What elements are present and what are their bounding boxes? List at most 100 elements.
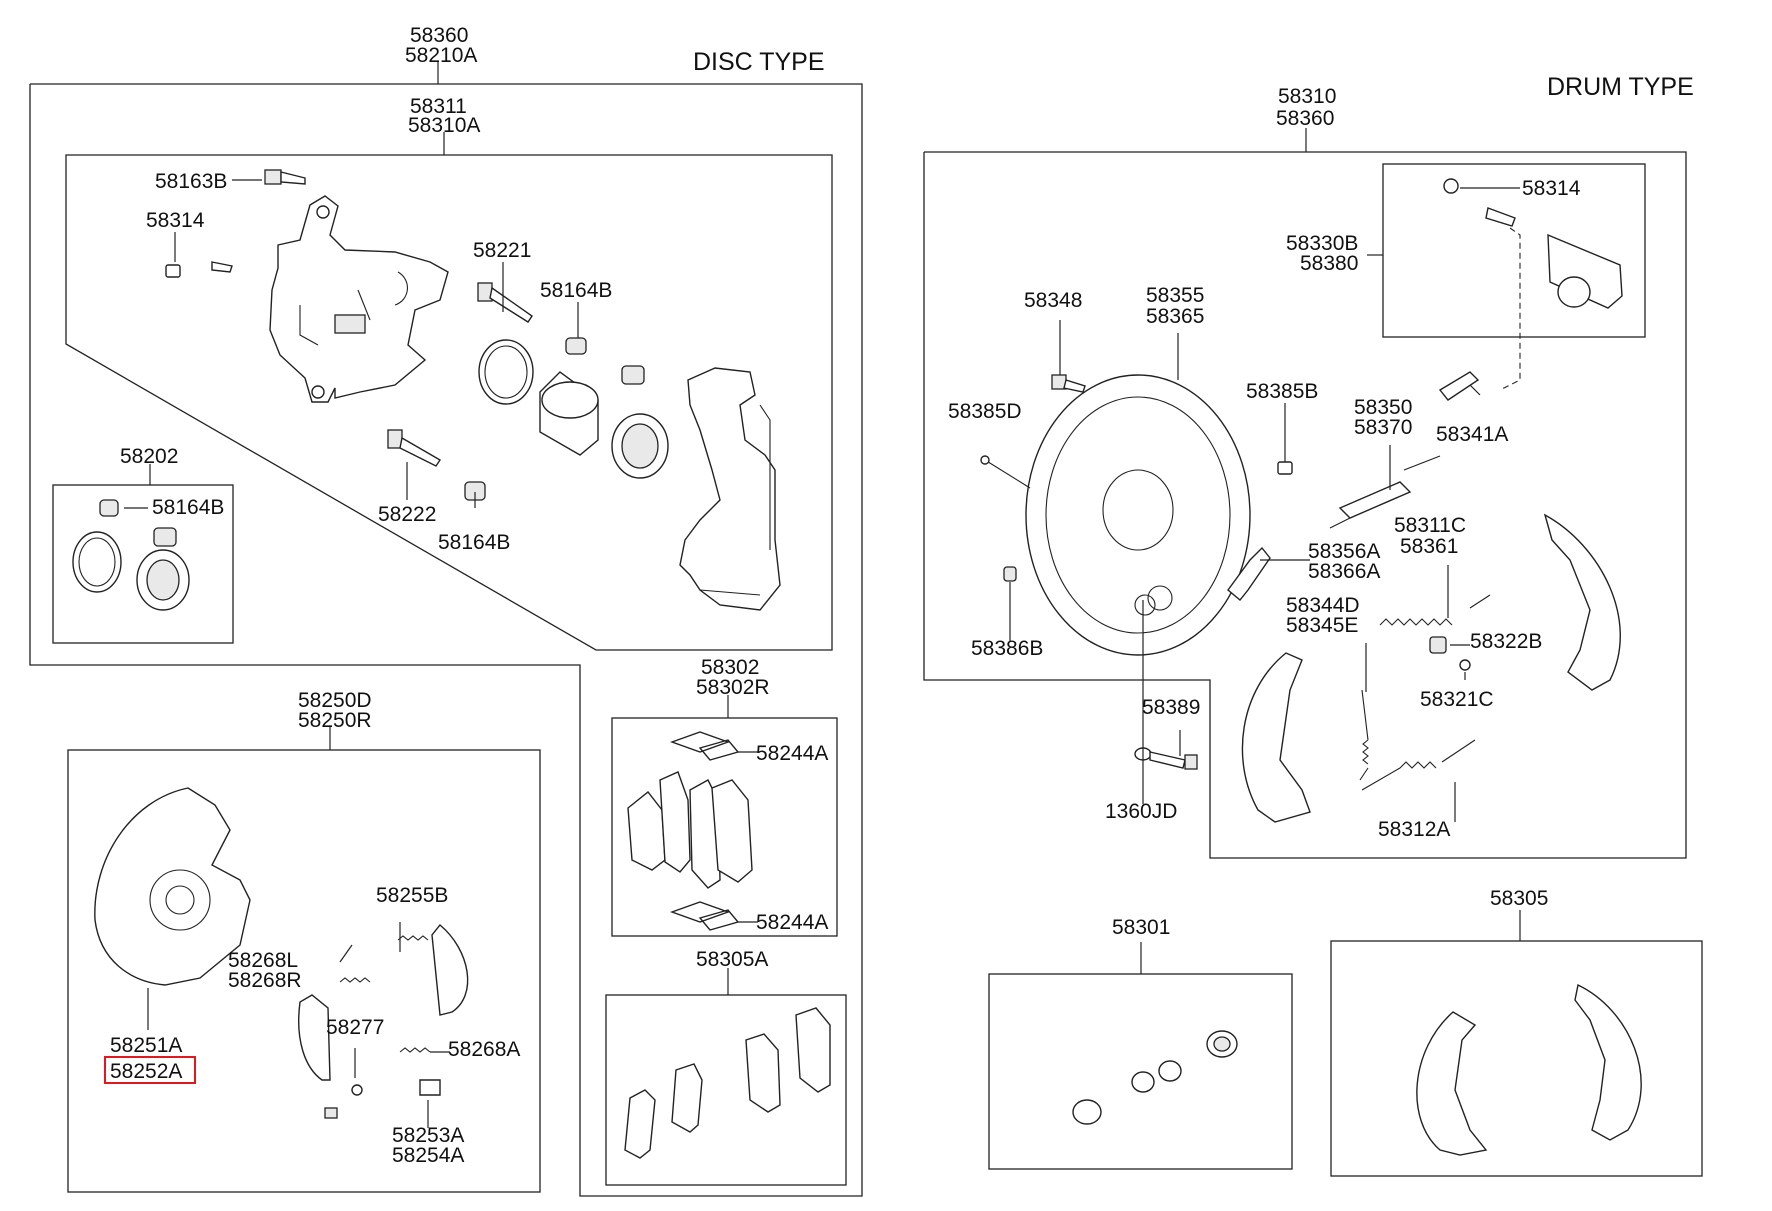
drum-shoe-kit-box bbox=[1330, 910, 1703, 1177]
label-58350: 58350 bbox=[1354, 396, 1412, 419]
parking-shoe-pair bbox=[298, 924, 469, 1081]
piston-seal-ring bbox=[478, 339, 534, 405]
label-58312A: 58312A bbox=[1378, 818, 1450, 841]
label-58386B: 58386B bbox=[971, 637, 1043, 660]
label-58250R: 58250R bbox=[298, 709, 372, 732]
pad-kit-box bbox=[611, 695, 838, 937]
parking-shoe-kit-box bbox=[605, 968, 847, 1186]
cylinder-seal bbox=[1438, 227, 1521, 401]
label-58348: 58348 bbox=[1024, 289, 1082, 312]
label-58380: 58380 bbox=[1300, 252, 1358, 275]
label-58244A-bottom: 58244A bbox=[756, 911, 828, 934]
parking-backing-plate bbox=[94, 787, 251, 986]
plug-58385B bbox=[1277, 461, 1293, 475]
label-58277: 58277 bbox=[326, 1016, 384, 1039]
label-58163B: 58163B bbox=[155, 170, 227, 193]
hold-down-pin bbox=[980, 455, 1031, 489]
label-58268L: 58268L bbox=[228, 949, 298, 972]
label-58321C: 58321C bbox=[1420, 688, 1494, 711]
caliper-bolt bbox=[264, 169, 306, 185]
label-58222: 58222 bbox=[378, 503, 436, 526]
label-58311: 58311 bbox=[410, 95, 467, 118]
parking-brake-box bbox=[67, 727, 541, 1193]
cylinder-kit-parts bbox=[1072, 1030, 1238, 1125]
disc-assembly-outline bbox=[29, 62, 863, 1197]
kit-seal-ring bbox=[72, 531, 122, 593]
lever-58356A bbox=[1227, 546, 1271, 601]
dust-boot bbox=[611, 413, 669, 479]
label-58255B: 58255B bbox=[376, 884, 448, 907]
parking-shoes bbox=[624, 1007, 831, 1159]
part-labels: 58360 58210A 58311 58310A 58163B 58314 5… bbox=[104, 24, 1581, 1167]
label-58356A: 58356A bbox=[1308, 540, 1380, 563]
label-58302R: 58302R bbox=[696, 676, 770, 699]
wheel-cylinder-box bbox=[1382, 163, 1646, 338]
label-58164B-b: 58164B bbox=[152, 496, 224, 519]
leader-lines bbox=[124, 179, 1520, 1128]
label-58311C: 58311C bbox=[1394, 514, 1466, 537]
adjuster-assembly bbox=[1329, 455, 1441, 529]
label-58360-drum: 58360 bbox=[1276, 107, 1334, 130]
label-58345E: 58345E bbox=[1286, 614, 1358, 637]
label-58244A-top: 58244A bbox=[756, 742, 828, 765]
label-58164B-a: 58164B bbox=[540, 279, 612, 302]
kit-dust-cap bbox=[99, 499, 177, 547]
label-58366A: 58366A bbox=[1308, 560, 1380, 583]
guide-pin-lower bbox=[387, 429, 441, 467]
parts-58322B-58321C bbox=[1429, 636, 1471, 671]
label-58355: 58355 bbox=[1146, 284, 1204, 307]
bolt-58348 bbox=[1051, 374, 1086, 393]
label-58268A: 58268A bbox=[448, 1038, 520, 1061]
brake-pads bbox=[627, 771, 753, 889]
label-58314-drum: 58314 bbox=[1522, 177, 1581, 200]
caliper-bracket bbox=[679, 367, 781, 611]
label-58202: 58202 bbox=[120, 445, 178, 468]
label-58210A: 58210A bbox=[405, 44, 477, 67]
label-58385D: 58385D bbox=[948, 400, 1022, 423]
pad-clips bbox=[669, 731, 740, 931]
brake-shoe-left bbox=[1241, 652, 1311, 823]
bleeder-screw bbox=[165, 261, 233, 278]
kit-dust-boot bbox=[136, 549, 190, 611]
label-58251A: 58251A bbox=[110, 1034, 182, 1057]
drum-assembly-outline bbox=[923, 128, 1687, 859]
label-58305: 58305 bbox=[1490, 887, 1548, 910]
drum-type-title: DRUM TYPE bbox=[1547, 73, 1694, 101]
label-1360JD: 1360JD bbox=[1105, 800, 1177, 823]
seal-kit-box bbox=[52, 464, 234, 644]
plug-58386B bbox=[1003, 566, 1017, 582]
label-58310A: 58310A bbox=[408, 114, 480, 137]
label-58252A: 58252A bbox=[110, 1060, 182, 1083]
label-58365: 58365 bbox=[1146, 305, 1204, 328]
label-58385B: 58385B bbox=[1246, 380, 1318, 403]
label-58268R: 58268R bbox=[228, 969, 302, 992]
label-58314-disc: 58314 bbox=[146, 209, 205, 232]
label-58254A: 58254A bbox=[392, 1144, 464, 1167]
label-58344D: 58344D bbox=[1286, 594, 1360, 617]
spring-58344D bbox=[1359, 689, 1369, 781]
backing-plate bbox=[1025, 374, 1251, 656]
cylinder-kit-box bbox=[988, 942, 1293, 1170]
label-58221: 58221 bbox=[473, 239, 531, 262]
drum-shoe-kit bbox=[1416, 983, 1642, 1156]
label-58330B: 58330B bbox=[1286, 232, 1358, 255]
guide-pin-upper bbox=[477, 282, 533, 323]
label-58301: 58301 bbox=[1112, 916, 1170, 939]
highlight-box bbox=[104, 1056, 196, 1084]
label-58360-disc: 58360 bbox=[410, 24, 468, 47]
label-58305A: 58305A bbox=[696, 948, 768, 971]
caliper-box bbox=[65, 132, 833, 651]
label-58302: 58302 bbox=[701, 656, 759, 679]
label-58341A: 58341A bbox=[1436, 423, 1508, 446]
label-58253A: 58253A bbox=[392, 1124, 464, 1147]
label-58164B-c: 58164B bbox=[438, 531, 510, 554]
spring-58311C bbox=[1379, 594, 1491, 626]
piston bbox=[539, 371, 599, 456]
caliper-housing bbox=[269, 195, 449, 403]
label-58310: 58310 bbox=[1278, 85, 1336, 108]
disc-type-title: DISC TYPE bbox=[693, 48, 825, 76]
label-58322B: 58322B bbox=[1470, 630, 1542, 653]
label-58250D: 58250D bbox=[298, 689, 372, 712]
bolt-58389 bbox=[1134, 747, 1198, 770]
